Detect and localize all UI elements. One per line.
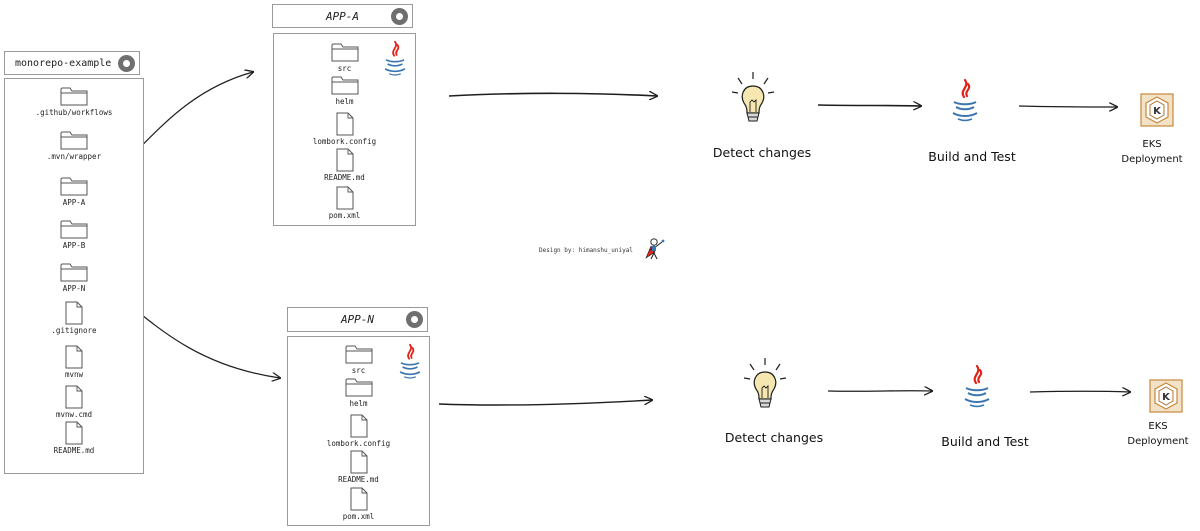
list-item-label: lombork.config [326, 439, 391, 448]
lightbulb-icon [728, 70, 778, 130]
file-icon [350, 487, 367, 511]
build-and-test-label: Build and Test [928, 149, 1016, 164]
list-item: pom.xml [290, 186, 400, 220]
eks-deployment-label: EKS Deployment [1112, 137, 1192, 167]
svg-text:K: K [1153, 106, 1162, 117]
repo-title: monorepo-example [15, 57, 112, 69]
java-icon [960, 364, 994, 414]
detect-changes-label: Detect changes [724, 430, 824, 445]
list-item: APP-N [19, 261, 129, 293]
list-item-label: helm [335, 97, 354, 106]
java-icon [381, 40, 409, 82]
arrow-app-n-to-detect [438, 400, 652, 406]
list-item: src [304, 343, 414, 375]
list-item-label: APP-N [62, 284, 86, 293]
file-icon [350, 414, 367, 438]
build-and-test-label: Build and Test [941, 434, 1029, 449]
app-n-title-box: APP-N [287, 307, 428, 332]
list-item: .gitignore [19, 301, 129, 335]
folder-icon [331, 76, 358, 95]
list-item-label: helm [349, 399, 368, 408]
list-item: helm [290, 74, 400, 106]
folder-icon [331, 43, 358, 62]
list-item-label: src [351, 366, 366, 375]
lightbulb-icon [740, 356, 790, 416]
list-item: .github/workflows [19, 85, 129, 117]
list-item-label: .gitignore [51, 326, 97, 335]
list-item: .mvn/wrapper [19, 129, 129, 161]
svg-text:K: K [1162, 392, 1171, 403]
list-item-label: pom.xml [328, 211, 361, 220]
app-a-title: APP-A [325, 9, 360, 23]
file-icon [65, 345, 83, 369]
list-item-label: mvnw [64, 370, 84, 379]
file-icon [336, 148, 353, 172]
folder-icon [345, 345, 372, 364]
list-item-label: lombork.config [312, 137, 377, 146]
file-icon [336, 186, 353, 210]
list-item: pom.xml [304, 487, 414, 521]
list-item-label: APP-A [62, 198, 86, 207]
java-icon [396, 343, 424, 385]
list-item: APP-B [19, 218, 129, 250]
list-item: README.md [290, 148, 400, 182]
list-item-label: README.md [338, 475, 379, 484]
list-item: src [290, 41, 400, 73]
java-icon [948, 78, 982, 128]
github-icon [118, 55, 135, 72]
list-item: helm [304, 376, 414, 408]
github-icon [406, 311, 423, 328]
file-icon [65, 385, 83, 409]
arrow-build-to-deploy-1 [1018, 106, 1117, 107]
list-item: mvnw.cmd [19, 385, 129, 419]
list-item: APP-A [19, 175, 129, 207]
list-item: README.md [304, 450, 414, 484]
arrow-app-a-to-detect [448, 93, 657, 96]
folder-icon [60, 131, 88, 150]
folder-icon [60, 220, 88, 239]
superhero-icon [642, 236, 670, 266]
github-icon [391, 8, 408, 25]
design-credit: Design by: himanshu_uniyal [539, 247, 633, 254]
list-item-label: pom.xml [342, 512, 375, 521]
folder-icon [60, 263, 88, 282]
list-item: lombork.config [290, 112, 400, 146]
list-item: README.md [19, 421, 129, 455]
arrow-detect-to-build-1 [817, 105, 921, 106]
folder-icon [60, 177, 88, 196]
file-icon [65, 421, 83, 445]
list-item-label: .github/workflows [35, 108, 113, 117]
list-item-label: src [337, 64, 352, 73]
repo-title-box: monorepo-example [4, 51, 140, 75]
list-item: lombork.config [304, 414, 414, 448]
list-item-label: mvnw.cmd [55, 410, 93, 419]
eks-label-line2: Deployment [1127, 436, 1189, 447]
app-n-title: APP-N [340, 313, 375, 326]
detect-changes-label: Detect changes [712, 145, 812, 160]
file-icon [336, 112, 353, 136]
app-a-title-box: APP-A [272, 4, 413, 28]
eks-deployment-label: EKS Deployment [1118, 419, 1198, 449]
eks-kubernetes-icon: K [1149, 379, 1183, 417]
list-item-label: APP-B [62, 241, 86, 250]
eks-label-line1: EKS [1142, 139, 1162, 150]
eks-label-line2: Deployment [1121, 154, 1183, 165]
file-icon [65, 301, 83, 325]
eks-label-line1: EKS [1148, 421, 1168, 432]
list-item-label: .mvn/wrapper [46, 152, 102, 161]
arrow-detect-to-build-2 [827, 391, 932, 392]
folder-icon [345, 378, 372, 397]
eks-kubernetes-icon: K [1140, 93, 1174, 131]
arrow-build-to-deploy-2 [1029, 391, 1130, 392]
folder-icon [60, 87, 88, 106]
file-icon [350, 450, 367, 474]
list-item-label: README.md [324, 173, 365, 182]
list-item: mvnw [19, 345, 129, 379]
list-item-label: README.md [53, 446, 95, 455]
